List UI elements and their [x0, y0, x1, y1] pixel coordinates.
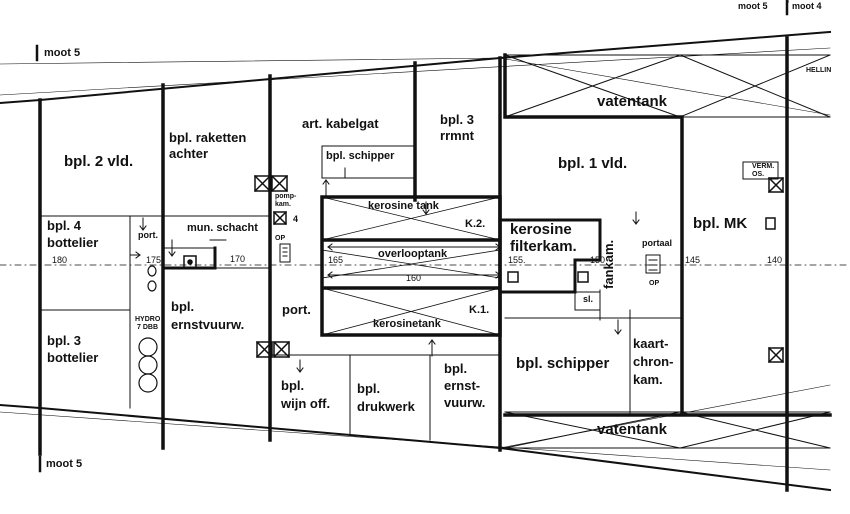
room-bpl-3-bottelier-line2: bottelier — [47, 350, 99, 365]
moot-label-top-left: moot 5 — [44, 47, 81, 59]
label-mun-schacht: mun. schacht — [187, 222, 258, 234]
label-verm-line2: OS. — [752, 171, 765, 178]
label-hydro-line2: 7 DBB — [137, 324, 159, 331]
moot-divider: ' — [787, 0, 790, 9]
vatentank-top-label: vatentank — [597, 93, 668, 110]
room-bpl-3-line2: rrmnt — [440, 128, 474, 143]
hatch-squares — [183, 161, 785, 364]
label-verm-line1: VERM. — [752, 163, 775, 170]
frame-number-175: 175 — [146, 255, 162, 265]
moot-label-bottom-left: moot 5 — [46, 458, 83, 470]
label-port-mid: port. — [282, 302, 311, 317]
room-bpl-3-line1: bpl. 3 — [440, 112, 474, 127]
label-op-left: OP — [275, 235, 286, 242]
frame-number-160: 160 — [406, 273, 422, 283]
frame-number-165: 165 — [328, 255, 344, 265]
label-pomp-kam-line2: kam. — [275, 201, 291, 208]
frame-number-145: 145 — [685, 255, 701, 265]
label-kerosine-filterkam-line1: kerosine — [510, 221, 572, 238]
moot-label-left: moot 5 — [738, 1, 768, 11]
label-k1: K.1. — [469, 304, 490, 316]
frame-number-140: 140 — [767, 255, 783, 265]
label-hydro-line1: HYDRO — [135, 316, 161, 323]
pump-symbols — [279, 243, 661, 274]
label-pomp-number: 4 — [293, 214, 299, 224]
label-sl: sl. — [583, 294, 594, 304]
label-overlooptank: overlooptank — [378, 248, 448, 260]
room-bpl-ernst-vuurw-line3: vuurw. — [444, 395, 486, 410]
label-op-right: OP — [649, 280, 660, 287]
vatentank-bottom-box — [504, 411, 831, 449]
frame-number-155: 155. — [508, 255, 526, 265]
room-bpl-ernst-vuurw-line1: bpl. — [444, 361, 468, 376]
vatentank-top-box — [504, 54, 831, 118]
room-art-kabelgat: art. kabelgat — [302, 116, 379, 131]
room-bpl-raketten-line1: bpl. raketten — [169, 130, 247, 145]
room-bpl-4-line2: bottelier — [47, 235, 99, 250]
room-bpl-schipper-small: bpl. schipper — [326, 150, 395, 162]
room-bpl-drukwerk-line2: drukwerk — [357, 399, 415, 414]
label-port-left: port. — [138, 230, 158, 240]
frame-number-150: 150 — [590, 255, 606, 265]
room-bpl-3-bottelier-line1: bpl. 3 — [47, 333, 81, 348]
room-bpl-drukwerk-line1: bpl. — [357, 381, 381, 396]
vatentank-bottom-label: vatentank — [597, 421, 668, 438]
room-bpl-1-vld: bpl. 1 vld. — [558, 155, 628, 172]
moot-label-right: moot 4 — [792, 1, 822, 11]
moot-markers — [35, 0, 789, 473]
room-bpl-mk: bpl. MK — [693, 215, 748, 232]
room-bpl-ernstvuurw-line1: bpl. — [171, 299, 195, 314]
room-kaart-chron-line3: kam. — [633, 372, 663, 387]
room-kaart-chron-line1: kaart- — [633, 336, 669, 351]
bottelier-circles — [138, 265, 158, 393]
room-kaart-chron-line2: chron- — [633, 354, 674, 369]
label-hellin: HELLIN — [806, 67, 832, 74]
frame-number-170: 170 — [230, 254, 246, 264]
room-bpl-ernst-vuurw-line2: ernst- — [444, 378, 481, 393]
label-portaal: portaal — [642, 238, 673, 248]
label-kerosine-tank: kerosine tank — [368, 200, 439, 212]
room-bpl-wijn-off-line1: bpl. — [281, 378, 305, 393]
room-bpl-raketten-line2: achter — [169, 146, 209, 161]
tank-crosses — [321, 196, 501, 336]
access-arrows — [129, 167, 640, 373]
label-pomp-kam-line1: pomp- — [275, 193, 297, 200]
room-bpl-wijn-off-line2: wijn off. — [281, 396, 331, 411]
label-kerosinetank: kerosinetank — [373, 318, 441, 330]
frame-number-180: 180 — [52, 255, 68, 265]
room-bpl-4-line1: bpl. 4 — [47, 218, 81, 233]
label-k2: K.2. — [465, 218, 486, 230]
room-bpl-2-vld: bpl. 2 vld. — [64, 153, 134, 170]
mun-schacht-wall — [161, 246, 217, 270]
room-bpl-ernstvuurw-line2: ernstvuurw. — [171, 317, 245, 332]
filterkam-box — [498, 218, 602, 294]
label-kerosine-filterkam-line2: filterkam. — [510, 238, 577, 255]
room-bpl-schipper-large: bpl. schipper — [516, 355, 610, 372]
